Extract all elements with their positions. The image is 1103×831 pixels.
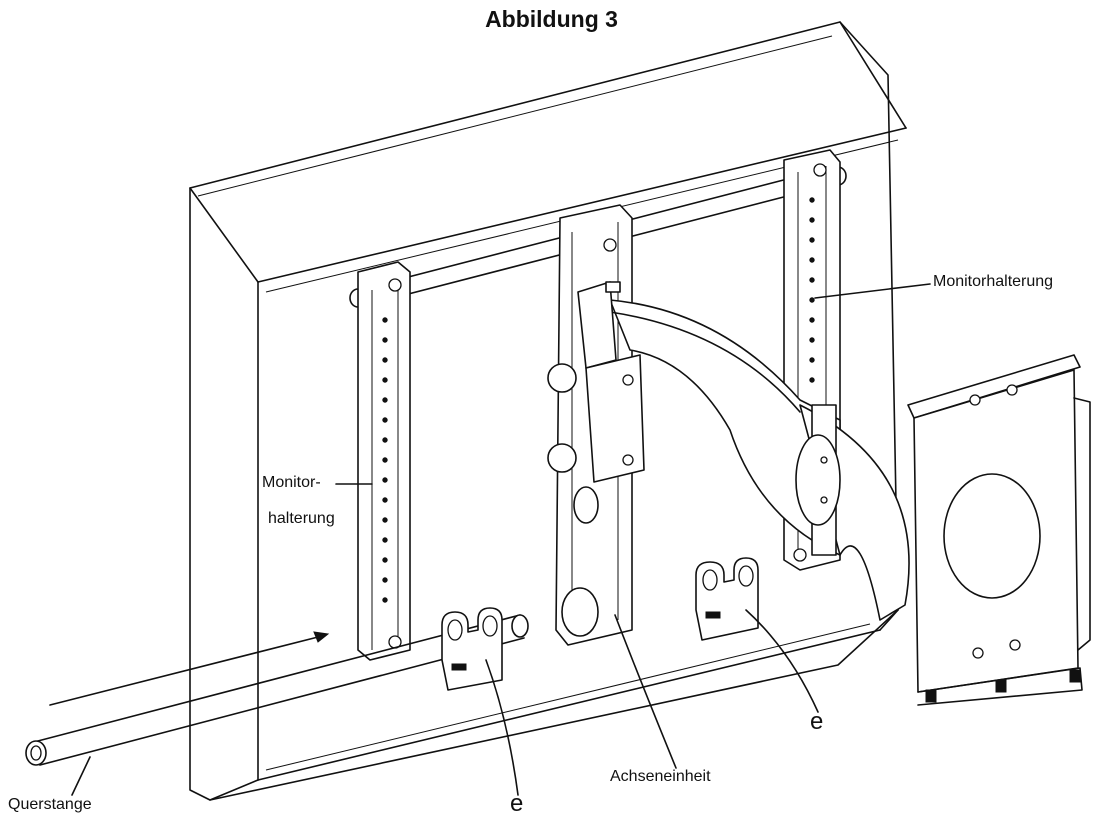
mount-rail-left bbox=[357, 261, 411, 661]
label-monitor-mount-left-line2: halterung bbox=[268, 510, 335, 527]
label-part-e-right: e bbox=[810, 708, 824, 735]
label-axle-unit: Achseneinheit bbox=[610, 768, 711, 785]
label-part-e-left: e bbox=[510, 790, 524, 817]
figure-title: Abbildung 3 bbox=[485, 6, 618, 32]
label-monitor-mount-left-line1: Monitor- bbox=[262, 474, 321, 491]
axle-unit-block bbox=[547, 281, 645, 637]
lower-crossbar bbox=[25, 614, 529, 766]
leader-lines bbox=[71, 283, 931, 796]
pivot-joint bbox=[795, 404, 841, 556]
clamp-e-right bbox=[695, 557, 759, 641]
label-crossbar: Querstange bbox=[8, 796, 92, 813]
label-monitor-mount-right: Monitorhalterung bbox=[933, 273, 1054, 290]
monitor-plate bbox=[907, 354, 1091, 706]
insert-direction-arrow bbox=[49, 631, 330, 706]
clamp-e-left bbox=[441, 607, 503, 691]
